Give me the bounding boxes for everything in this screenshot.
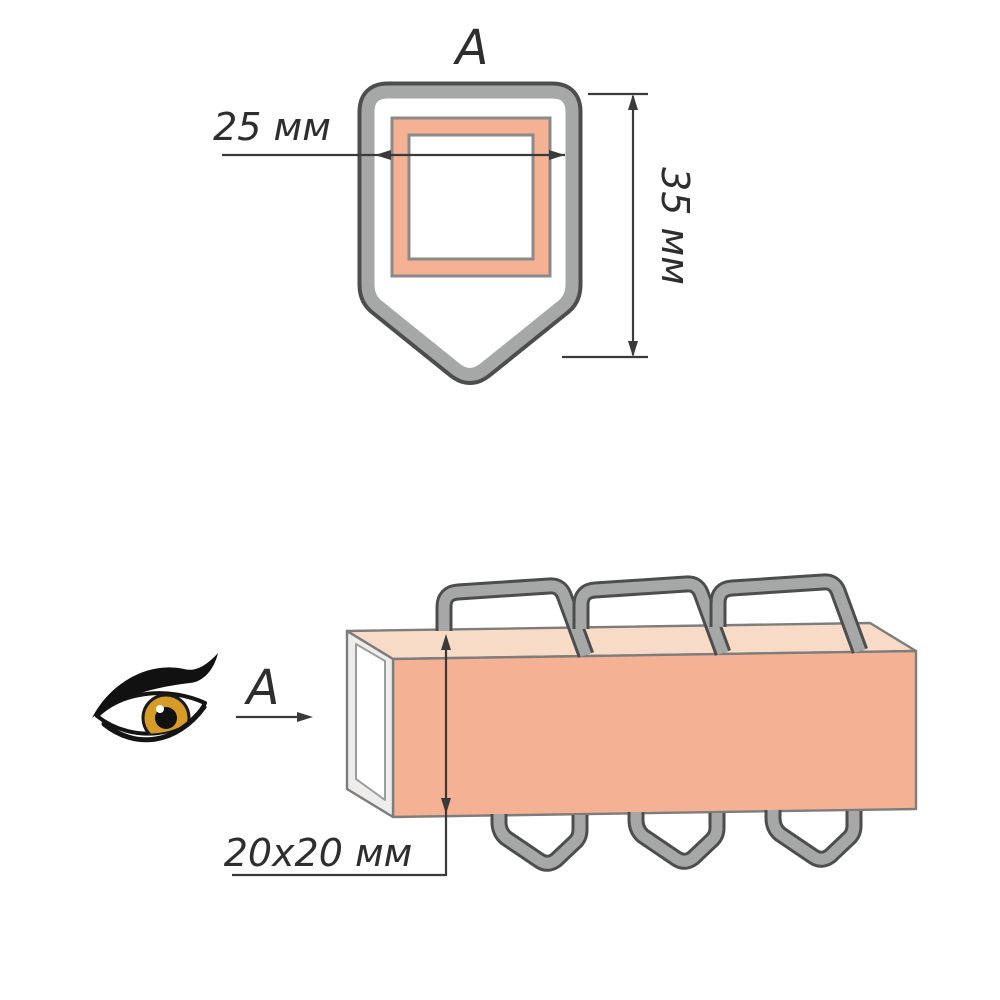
clip-2: [572, 575, 731, 870]
clip-2-hook: [630, 812, 723, 867]
clips: [435, 573, 868, 872]
cross-section-view: A 25 мм 35 мм: [213, 20, 697, 385]
clip-3: [709, 573, 868, 868]
tube-end-hollow: [355, 643, 386, 801]
perspective-view: A: [92, 573, 918, 877]
eye-highlight: [156, 705, 164, 713]
width-dimension: 25 мм: [213, 105, 565, 160]
width-dim-label: 25 мм: [213, 105, 331, 149]
tube-size-label: 20x20 мм: [224, 831, 413, 875]
clip-2-arch: [575, 578, 729, 655]
width-dim-arrow-left: [375, 150, 391, 160]
tube-3d: [345, 621, 918, 819]
tube-front-face: [391, 649, 918, 819]
clip-3-hook: [767, 810, 860, 865]
height-dim-arrow-bottom: [628, 341, 638, 357]
tube-size-leader: [232, 640, 448, 877]
clip-1: [435, 577, 594, 872]
tube-cross-section: [390, 116, 552, 278]
width-dim-arrow-right: [549, 150, 565, 160]
upper-lash: [92, 653, 218, 718]
clip-1-hook: [493, 814, 586, 869]
eye-icon: [92, 653, 218, 743]
section-label: A: [453, 20, 489, 76]
tube-size-dimension: 20x20 мм: [224, 634, 451, 877]
view-direction-label: A: [244, 660, 280, 716]
height-dimension: 35 мм: [562, 92, 697, 359]
view-direction: A: [236, 660, 313, 722]
tube-size-arrow-bottom: [441, 798, 451, 814]
eye-iris-group: [141, 693, 191, 734]
view-direction-arrow: [297, 712, 313, 722]
lower-lid: [101, 704, 207, 743]
height-dim-arrow-top: [628, 94, 638, 110]
height-dim-label: 35 мм: [653, 167, 697, 285]
tube-size-arrow-top: [441, 634, 451, 650]
clip-1-arch: [438, 580, 592, 657]
tube-hollow: [407, 133, 535, 261]
clip-3-arch: [712, 576, 866, 653]
